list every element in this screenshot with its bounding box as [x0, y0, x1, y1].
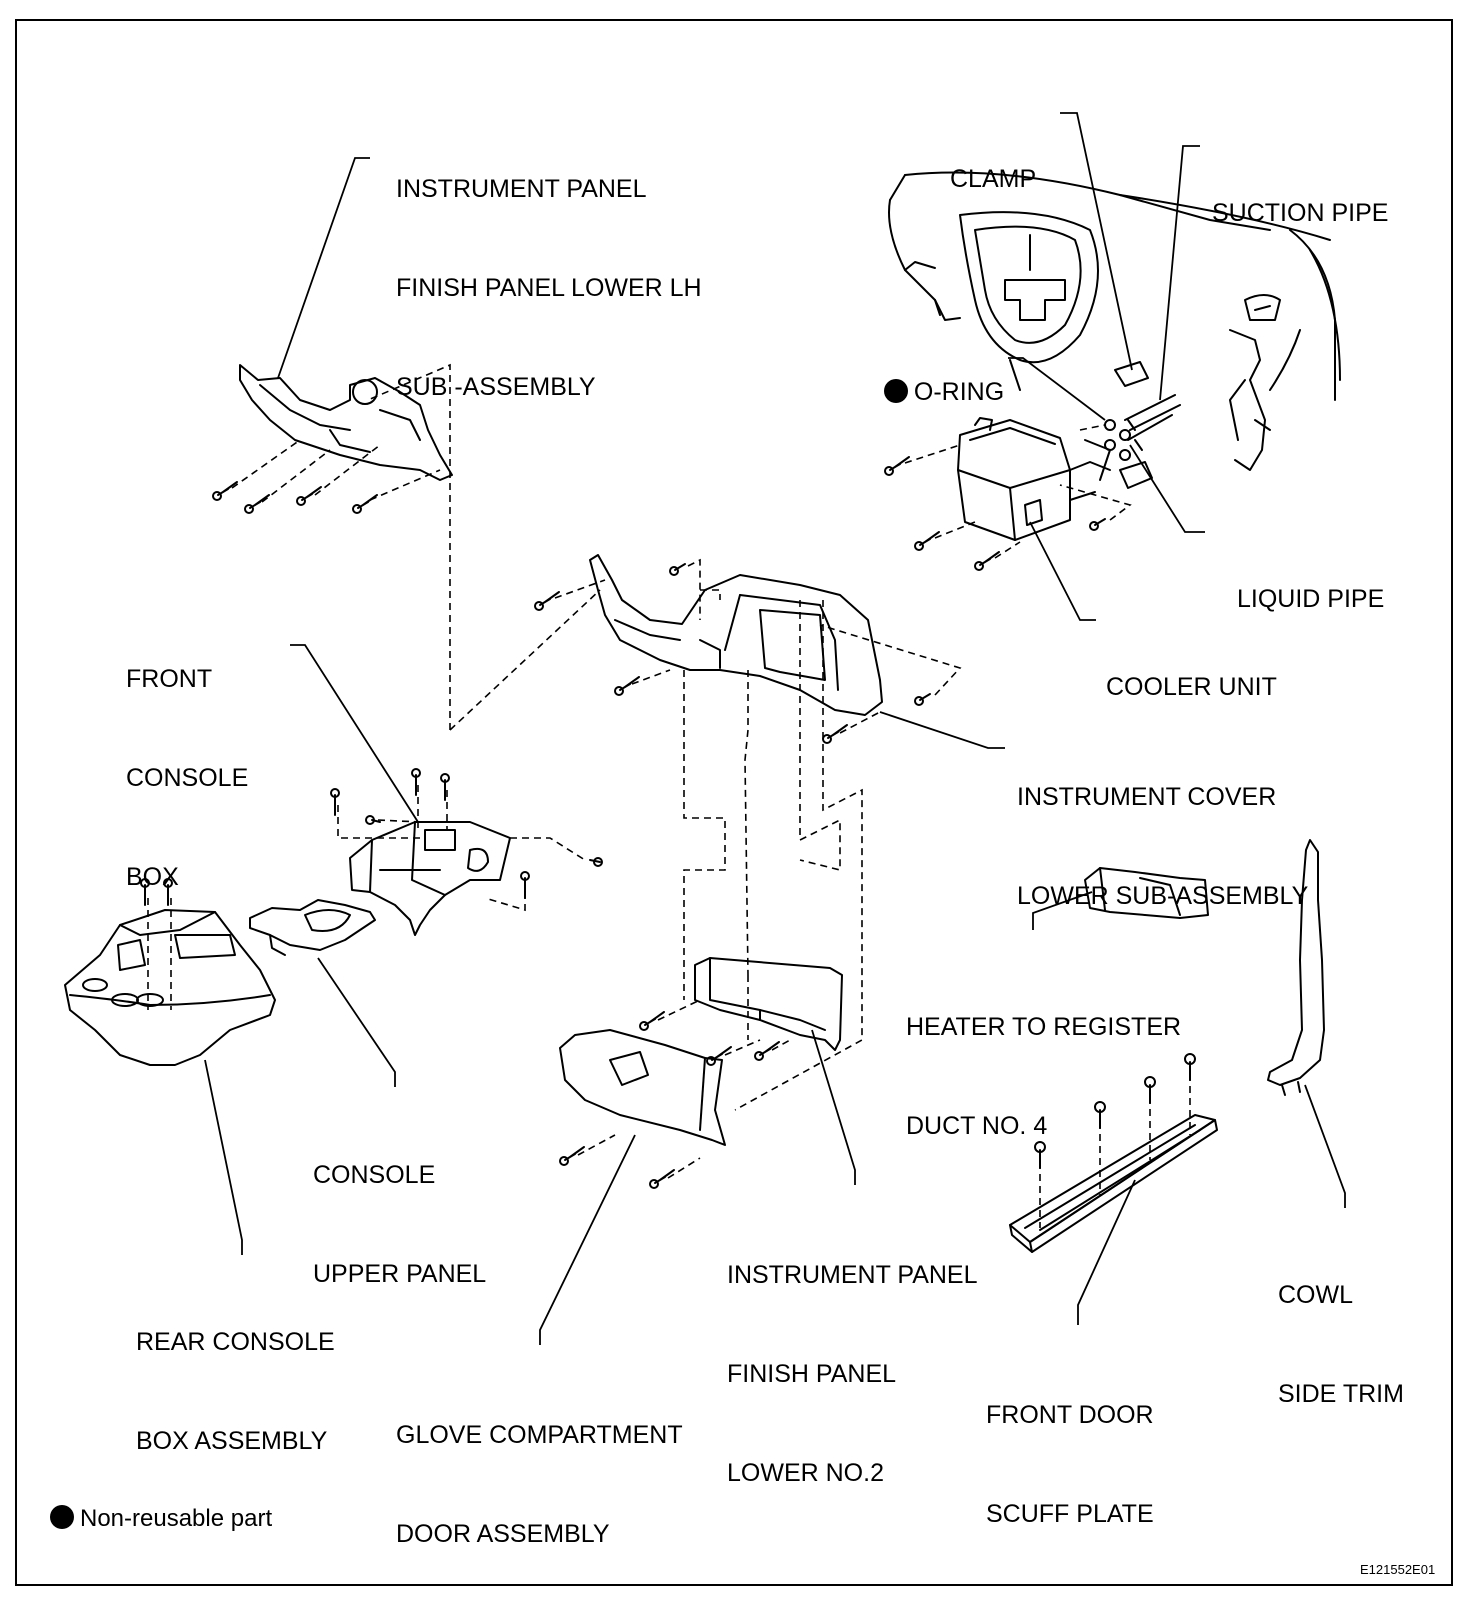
- rear-console-box-drawing: [64, 909, 276, 1066]
- glove-compartment-drawing: [559, 1029, 726, 1146]
- figure-code: E121552E01: [1360, 1562, 1436, 1577]
- label-o-ring: O-RING: [870, 343, 1004, 409]
- cooler-unit-drawing: [957, 417, 1111, 541]
- label-front-door-scuff-plate: FRONT DOOR SCUFF PLATE: [986, 1401, 1154, 1528]
- label-console-upper-panel: CONSOLE UPPER PANEL: [313, 1161, 487, 1288]
- suction-pipe: [1124, 394, 1181, 431]
- leader-instrument-cover: [879, 711, 1005, 749]
- non-reusable-dot-icon: [883, 379, 908, 403]
- leader-suction-pipe: [1159, 145, 1200, 401]
- finish-panel-lower-no2-drawing: [694, 957, 843, 1051]
- leader-scuff: [1077, 1179, 1136, 1325]
- leader-cowl-side-trim: [1304, 1084, 1346, 1208]
- non-reusable-dot-icon: [50, 1505, 74, 1529]
- label-rear-console-box: REAR CONSOLE BOX ASSEMBLY: [136, 1328, 335, 1455]
- leader-clamp: [1060, 112, 1133, 371]
- leader-o-ring: [1008, 357, 1106, 421]
- leader-rear-console: [204, 1059, 243, 1255]
- leader-cooler-unit: [1029, 521, 1096, 621]
- label-instrument-cover-lower: INSTRUMENT COVER LOWER SUB-ASSEMBLY: [1017, 783, 1309, 910]
- leader-finish-panel-lh: [277, 157, 370, 379]
- leader-glove: [539, 1134, 636, 1345]
- label-glove-compartment: GLOVE COMPARTMENT DOOR ASSEMBLY: [396, 1421, 683, 1548]
- finish-panel-lower-lh-drawing: [239, 364, 453, 481]
- dashboard-drawing: [888, 171, 1341, 471]
- label-heater-to-register-duct: HEATER TO REGISTER DUCT NO. 4: [906, 1013, 1182, 1140]
- label-suction-pipe: SUCTION PIPE: [1212, 199, 1389, 227]
- clamp-lower: [1119, 461, 1153, 489]
- label-liquid-pipe: LIQUID PIPE: [1237, 585, 1385, 613]
- instrument-cover-lower-drawing: [589, 554, 883, 716]
- heater-duct-drawing: [1084, 867, 1209, 919]
- leader-liquid-pipe: [1129, 444, 1205, 533]
- diagram-frame: [15, 19, 1453, 1586]
- leader-front-console: [290, 644, 419, 823]
- legend-non-reusable: Non-reusable part: [50, 1505, 272, 1533]
- leader-console-upper: [317, 957, 396, 1087]
- label-instrument-panel-finish-panel-lower-no2: INSTRUMENT PANEL FINISH PANEL LOWER NO.2: [727, 1261, 978, 1487]
- liquid-pipe: [1127, 414, 1173, 441]
- o-ring-2: [1119, 429, 1131, 441]
- leader-heater-duct: [1032, 891, 1093, 930]
- leader-finish-no2: [811, 1029, 856, 1185]
- label-clamp: CLAMP: [950, 165, 1037, 193]
- label-front-console-box: FRONT CONSOLE BOX: [126, 665, 249, 891]
- cowl-side-trim-drawing: [1267, 839, 1325, 1096]
- label-cooler-unit: COOLER UNIT: [1106, 673, 1277, 701]
- label-cowl-side-trim: COWL SIDE TRIM: [1278, 1281, 1404, 1408]
- o-ring-1: [1104, 419, 1116, 431]
- label-instrument-panel-finish-panel-lower-lh: INSTRUMENT PANEL FINISH PANEL LOWER LH S…: [396, 175, 702, 401]
- front-console-box-drawing: [349, 821, 511, 936]
- scuff-plate-drawing: [1009, 1114, 1218, 1253]
- console-upper-panel-drawing: [249, 899, 376, 956]
- o-ring-4: [1119, 449, 1131, 461]
